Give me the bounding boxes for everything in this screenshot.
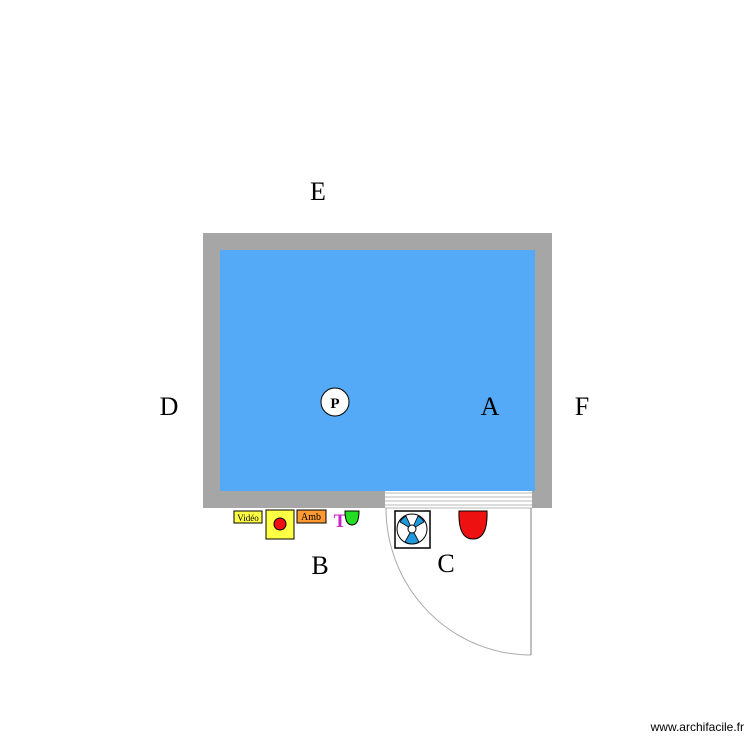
label-a: A: [481, 392, 500, 421]
video-box: Vidéo: [233, 510, 263, 524]
door-swing-arc: [385, 507, 532, 656]
door-threshold: [385, 492, 532, 509]
green-light-icon: [344, 510, 360, 526]
label-f: F: [575, 392, 589, 421]
control-box-icon: [265, 509, 295, 540]
label-b: B: [311, 551, 328, 580]
room-floor: [220, 250, 535, 491]
door-opening: [385, 491, 532, 508]
label-d: D: [160, 392, 179, 421]
t-marker: T: [334, 511, 347, 532]
fan-icon: [394, 510, 431, 549]
pump-label: P: [330, 396, 339, 412]
amb-box: Amb: [296, 509, 327, 524]
label-c: C: [437, 549, 454, 578]
pump-symbol: P: [320, 387, 350, 417]
amb-label: Amb: [301, 512, 321, 523]
label-e: E: [310, 177, 326, 206]
video-label: Vidéo: [237, 513, 259, 523]
credit-text[interactable]: www.archifacile.fr: [650, 720, 744, 734]
red-light-icon: [458, 510, 488, 540]
